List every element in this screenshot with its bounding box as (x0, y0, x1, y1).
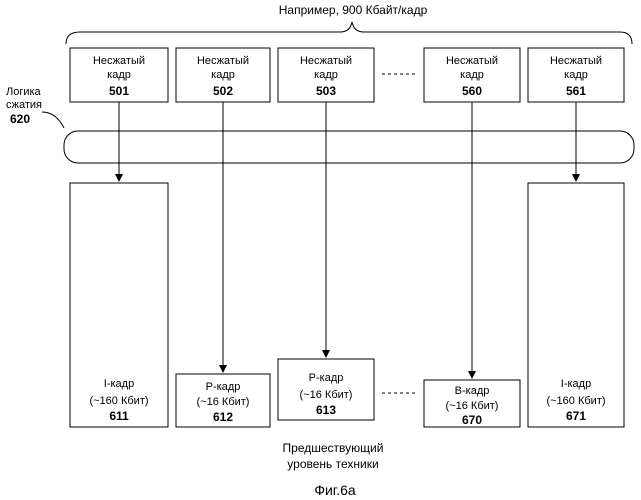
frame-number: 670 (462, 413, 482, 427)
bottom-caption: уровень техники (287, 457, 378, 471)
frame-label: Несжатый (93, 55, 145, 67)
uncompressed-frame-501: Несжатый кадр 501 (70, 48, 168, 102)
frame-number: 611 (109, 409, 129, 423)
frame-size: (~16 Кбит) (197, 396, 250, 408)
uncompressed-frame-561: Несжатый кадр 561 (528, 48, 624, 102)
frame-type: P-кадр (309, 372, 344, 384)
compression-logic-number: 620 (10, 112, 30, 126)
uncompressed-frame-502: Несжатый кадр 502 (176, 48, 270, 102)
compression-logic-leader (42, 112, 64, 128)
frame-number: 612 (213, 410, 233, 424)
frame-type: I-кадр (561, 378, 591, 390)
frame-label: Несжатый (446, 55, 498, 67)
frame-label: кадр (460, 69, 484, 81)
frame-label: кадр (314, 69, 338, 81)
frame-label: Несжатый (197, 55, 249, 67)
frame-label: Несжатый (300, 55, 352, 67)
frame-number: 671 (566, 409, 586, 423)
frame-label: кадр (211, 69, 235, 81)
uncompressed-frame-503: Несжатый кадр 503 (278, 48, 374, 102)
frame-number: 502 (213, 84, 233, 98)
frame-label: кадр (564, 69, 588, 81)
top-caption: Например, 900 Кбайт/кадр (279, 3, 428, 17)
frame-number: 501 (109, 84, 129, 98)
frame-size: (~16 Кбит) (446, 400, 499, 412)
frame-number: 561 (566, 84, 586, 98)
compressed-frame-612: P-кадр (~16 Кбит) 612 (176, 374, 270, 427)
figure-label: Фиг.6а (314, 482, 356, 498)
frame-size: (~16 Кбит) (300, 389, 353, 401)
frame-number: 503 (316, 84, 336, 98)
frame-label: Несжатый (550, 55, 602, 67)
frame-label: кадр (107, 69, 131, 81)
frame-type: B-кадр (455, 385, 490, 397)
bottom-caption: Предшествующий (283, 441, 384, 455)
compression-logic-bar (64, 131, 634, 163)
frame-type: P-кадр (206, 381, 241, 393)
compression-logic-label: Логика (6, 86, 42, 98)
frame-number: 613 (316, 403, 336, 417)
top-brace (66, 22, 632, 44)
compressed-frame-670: B-кадр (~16 Кбит) 670 (424, 380, 520, 427)
frame-type: I-кадр (104, 378, 134, 390)
uncompressed-frame-560: Несжатый кадр 560 (424, 48, 520, 102)
compressed-frame-611: I-кадр (~160 Кбит) 611 (70, 183, 168, 427)
frame-number: 560 (462, 84, 482, 98)
compressed-frame-671: I-кадр (~160 Кбит) 671 (528, 183, 624, 427)
compressed-frame-613: P-кадр (~16 Кбит) 613 (278, 359, 374, 420)
frame-size: (~160 Кбит) (89, 395, 148, 407)
compression-logic-label: сжатия (6, 99, 42, 111)
frame-size: (~160 Кбит) (546, 395, 605, 407)
